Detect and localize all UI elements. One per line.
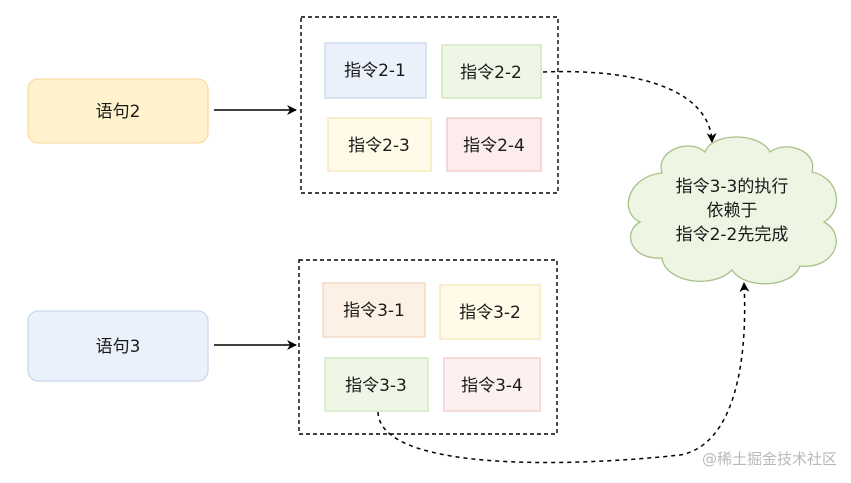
statement-2-node: 语句2	[27, 78, 209, 144]
instruction-3-3-box	[324, 357, 429, 412]
statement-2-box	[27, 78, 209, 144]
instruction-2-1-label: 指令2-1	[344, 61, 406, 81]
dependency-cloud-note: 指令3-3的执行 依赖于 指令2-2先完成	[627, 136, 838, 285]
instruction-2-2-box	[441, 44, 542, 99]
cloud-shape	[627, 136, 838, 285]
instruction-2-4-label: 指令2-4	[463, 136, 525, 156]
instruction-2-1-box	[324, 42, 427, 99]
watermark-text: @稀土掘金技术社区	[701, 450, 837, 468]
instruction-2-4-box	[446, 117, 542, 172]
instruction-group-2-container	[300, 16, 559, 194]
instruction-3-4-label: 指令3-4	[461, 376, 523, 396]
instruction-group-3-container	[298, 259, 558, 435]
cloud-line-2: 依赖于	[707, 201, 758, 221]
instruction-3-2-label: 指令3-2	[459, 303, 521, 323]
statement-3-node: 语句3	[27, 310, 209, 382]
instruction-3-4-box	[443, 357, 541, 412]
cloud-line-3: 指令2-2先完成	[676, 225, 789, 245]
instruction-3-2: 指令3-2	[439, 284, 541, 340]
instruction-2-1: 指令2-1	[324, 42, 427, 99]
cloud-line-1: 指令3-3的执行	[676, 177, 789, 197]
instruction-2-2-label: 指令2-2	[460, 63, 522, 83]
instruction-2-3-label: 指令2-3	[348, 136, 410, 156]
instruction-3-1-box	[322, 282, 426, 338]
instruction-3-4: 指令3-4	[443, 357, 541, 412]
instruction-3-1: 指令3-1	[322, 282, 426, 338]
instruction-2-2: 指令2-2	[441, 44, 542, 99]
dependency-arrow-from-3-3	[377, 282, 750, 464]
instruction-3-1-label: 指令3-1	[343, 301, 405, 321]
statement-3-label: 语句3	[96, 337, 141, 357]
instruction-3-3-label: 指令3-3	[345, 376, 407, 396]
statement-3-box	[27, 310, 209, 382]
instruction-3-3: 指令3-3	[324, 357, 429, 412]
instruction-3-2-box	[439, 284, 541, 340]
instruction-2-3-box	[327, 117, 432, 172]
dependency-arrow-from-2-2	[542, 70, 717, 143]
instruction-2-4: 指令2-4	[446, 117, 542, 172]
instruction-2-3: 指令2-3	[327, 117, 432, 172]
statement-2-label: 语句2	[96, 102, 141, 122]
